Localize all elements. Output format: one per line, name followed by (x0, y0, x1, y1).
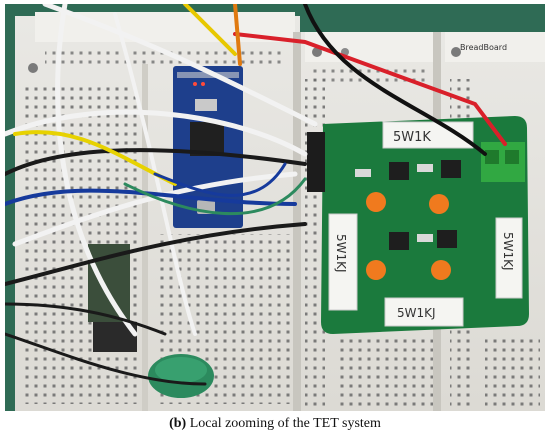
figure-caption: (b) Local zooming of the TET system (0, 414, 550, 434)
resistor-right: 5W1KJ (495, 217, 523, 299)
breadboards (15, 12, 545, 411)
jumper-wires (5, 4, 507, 386)
resistor-bottom: 5W1KJ (384, 297, 464, 327)
svg-text:5W1KJ: 5W1KJ (397, 306, 436, 320)
breadboard-marking: BreadBoard (460, 43, 507, 52)
svg-text:5W1KJ: 5W1KJ (334, 234, 348, 273)
tet-system-photo: 5W1K 5W1KJ 5W1KJ 5W1KJ (5, 4, 545, 411)
green-capacitor (148, 354, 214, 398)
microcontroller-board (173, 66, 243, 228)
caption-label: (b) (169, 416, 187, 431)
svg-text:5W1KJ: 5W1KJ (501, 232, 515, 271)
pcb-board: 5W1K 5W1KJ 5W1KJ 5W1KJ (307, 116, 529, 334)
svg-text:5W1K: 5W1K (393, 130, 431, 145)
resistor-left: 5W1KJ (328, 213, 358, 311)
caption-text: Local zooming of the TET system (186, 416, 381, 431)
